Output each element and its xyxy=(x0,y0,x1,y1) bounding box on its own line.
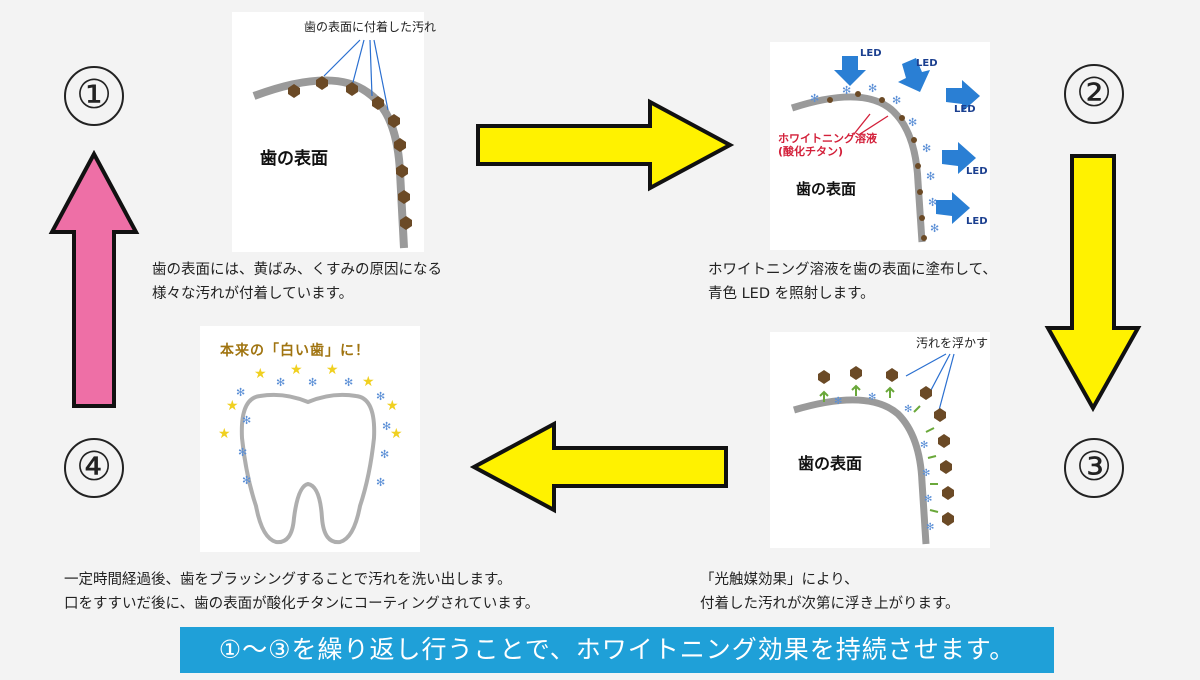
step3-tooth-label: 歯の表面 xyxy=(798,454,863,473)
svg-text:✻: ✻ xyxy=(834,396,842,407)
step1-tooth-surface xyxy=(252,39,412,249)
svg-text:✻: ✻ xyxy=(908,116,917,129)
solution-label-line2: (酸化チタン) xyxy=(778,145,844,158)
step4-caption-line1: 一定時間経過後、歯をブラッシングすることで汚れを洗い出します。 xyxy=(64,572,512,588)
svg-text:✻: ✻ xyxy=(920,440,928,451)
step4-caption-line2: 口をすすいだ後に、歯の表面が酸化チタンにコーティングされています。 xyxy=(64,596,540,612)
step2-caption-line2: 青色 LED を照射します。 xyxy=(708,286,875,302)
led-label-3: LED xyxy=(954,104,976,115)
svg-text:★: ★ xyxy=(390,426,403,442)
step1-number: ① xyxy=(64,66,124,126)
svg-text:✻: ✻ xyxy=(926,522,934,533)
step2-tooth-surface: ✻ ✻ ✻ ✻ ✻ ✻ ✻ ✻ ✻ xyxy=(790,56,980,243)
svg-text:✻: ✻ xyxy=(276,376,285,389)
arrow-up xyxy=(48,150,140,408)
led-label-4: LED xyxy=(966,166,988,177)
step3-caption-line1: 「光触媒効果」により、 xyxy=(700,572,859,588)
led-label-2: LED xyxy=(916,58,938,69)
step1-caption: 歯の表面には、黄ばみ、くすみの原因になる 様々な汚れが付着しています。 xyxy=(152,258,442,306)
step3-caption: 「光触媒効果」により、 付着した汚れが次第に浮き上がります。 xyxy=(700,568,960,616)
step4-caption: 一定時間経過後、歯をブラッシングすることで汚れを洗い出します。 口をすすいだ後に… xyxy=(64,568,539,616)
step4-illustration: ★ ★ ★ ★ ★ ★ ★ ★ ✻ ✻ ✻ ✻ ✻ ✻ ✻ ✻ ✻ ✻ ✻ 本来の「白い歯」に！ xyxy=(200,326,420,552)
solution-label: ホワイトニング溶液 (酸化チタン) xyxy=(778,132,877,158)
arrow-right xyxy=(476,98,735,192)
svg-text:✻: ✻ xyxy=(242,414,251,427)
step1-illustration: 歯の表面に付着した汚れ 歯の表面 xyxy=(232,12,436,252)
svg-text:✻: ✻ xyxy=(242,474,251,487)
step1-tooth-label: 歯の表面 xyxy=(260,149,328,169)
svg-text:★: ★ xyxy=(326,362,339,378)
step3-tooth-surface: ✻ ✻ ✻ ✻ ✻ ✻ ✻ xyxy=(793,353,955,545)
step3-pointer-label: 汚れを浮かす xyxy=(916,336,989,350)
white-tooth-icon: ★ ★ ★ ★ ★ ★ ★ ★ ✻ ✻ ✻ ✻ ✻ ✻ ✻ ✻ ✻ ✻ ✻ xyxy=(218,362,403,545)
step4-number: ④ xyxy=(64,438,124,498)
svg-text:✻: ✻ xyxy=(926,170,935,183)
svg-text:✻: ✻ xyxy=(924,494,932,505)
svg-text:✻: ✻ xyxy=(236,386,245,399)
svg-text:✻: ✻ xyxy=(238,446,247,459)
svg-text:✻: ✻ xyxy=(380,448,389,461)
svg-text:✻: ✻ xyxy=(928,196,937,209)
svg-text:✻: ✻ xyxy=(810,92,819,105)
arrow-left xyxy=(470,420,728,514)
svg-text:★: ★ xyxy=(290,362,303,378)
svg-text:✻: ✻ xyxy=(868,392,876,403)
step2-illustration: ✻ ✻ ✻ ✻ ✻ ✻ ✻ ✻ ✻ LED LED LED LED LED ホワイトニング溶… xyxy=(770,42,990,250)
svg-text:✻: ✻ xyxy=(376,476,385,489)
svg-text:★: ★ xyxy=(226,398,239,414)
arrow-down xyxy=(1044,154,1142,413)
svg-text:★: ★ xyxy=(254,366,267,382)
svg-text:✻: ✻ xyxy=(308,376,317,389)
step2-caption-line1: ホワイトニング溶液を歯の表面に塗布して、 xyxy=(708,262,997,278)
svg-text:✻: ✻ xyxy=(376,390,385,403)
svg-text:✻: ✻ xyxy=(344,376,353,389)
step1-pointer-label: 歯の表面に付着した汚れ xyxy=(304,20,437,34)
svg-text:✻: ✻ xyxy=(892,94,901,107)
led-label-5: LED xyxy=(966,216,988,227)
led-label-1: LED xyxy=(860,48,882,59)
svg-text:★: ★ xyxy=(218,426,231,442)
step4-title: 本来の「白い歯」に！ xyxy=(220,343,370,359)
svg-text:✻: ✻ xyxy=(930,222,939,235)
step2-caption: ホワイトニング溶液を歯の表面に塗布して、 青色 LED を照射します。 xyxy=(708,258,997,306)
step2-tooth-label: 歯の表面 xyxy=(796,180,857,198)
svg-text:✻: ✻ xyxy=(922,142,931,155)
svg-text:✻: ✻ xyxy=(382,420,391,433)
summary-banner: ①〜③を繰り返し行うことで、ホワイトニング効果を持続させます。 xyxy=(180,627,1054,673)
svg-text:✻: ✻ xyxy=(868,82,877,95)
svg-text:★: ★ xyxy=(386,398,399,414)
step1-caption-line1: 歯の表面には、黄ばみ、くすみの原因になる xyxy=(152,262,442,278)
step3-illustration: ✻ ✻ ✻ ✻ ✻ ✻ ✻ 汚れを浮かす 歯の表面 xyxy=(770,332,990,548)
svg-text:★: ★ xyxy=(362,374,375,390)
svg-text:✻: ✻ xyxy=(842,84,851,97)
step1-caption-line2: 様々な汚れが付着しています。 xyxy=(152,286,354,302)
svg-text:✻: ✻ xyxy=(922,468,930,479)
step3-caption-line2: 付着した汚れが次第に浮き上がります。 xyxy=(700,596,960,612)
step3-number: ③ xyxy=(1064,438,1124,498)
solution-label-line1: ホワイトニング溶液 xyxy=(778,132,877,145)
svg-text:✻: ✻ xyxy=(904,404,912,415)
step2-number: ② xyxy=(1064,64,1124,124)
